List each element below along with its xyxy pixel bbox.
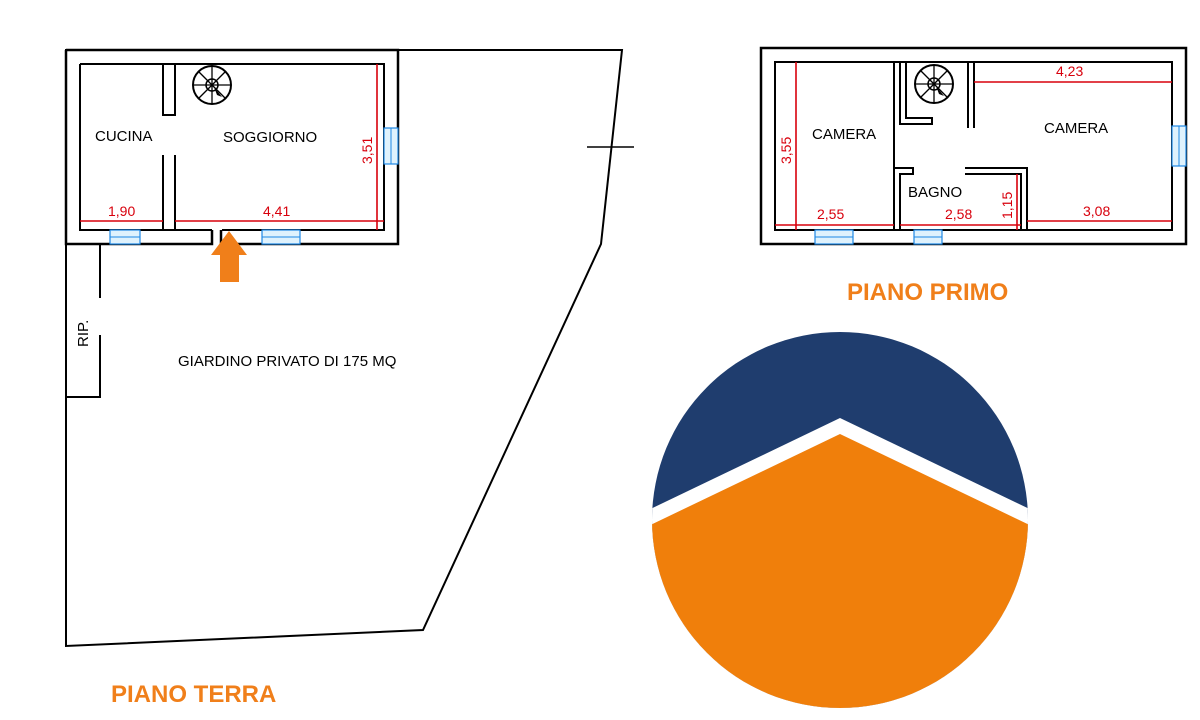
dimension-bath-depth: 1,15 <box>999 192 1015 219</box>
partition-wall <box>162 64 176 230</box>
logo-orange-segment <box>652 434 1028 708</box>
dimension-kitchen-width: 1,90 <box>108 203 135 219</box>
first-floor-title: PIANO PRIMO <box>847 279 1008 306</box>
ground-floor-plan: 1,90 4,41 3,51 CUCINA SOGGIORNO RIP. GIA… <box>64 48 634 708</box>
dimension-right-width-top: 4,23 <box>1056 63 1083 79</box>
room-label-kitchen: CUCINA <box>95 128 153 145</box>
entrance-arrow-icon <box>211 231 247 282</box>
storage-wall <box>66 244 101 398</box>
dimension-left-width: 2,55 <box>817 206 844 222</box>
room-label-bedroom-left: CAMERA <box>812 126 876 143</box>
partition-wall <box>893 62 933 230</box>
dimension-living-depth: 3,51 <box>359 137 375 164</box>
dimension-living-width: 4,41 <box>263 203 290 219</box>
brand-logo <box>652 332 1028 708</box>
first-floor-plan: 3,55 2,55 2,58 1,15 4,23 3,08 CAMERA CAM… <box>759 46 1188 306</box>
garden-boundary <box>65 49 624 648</box>
spiral-stair-icon <box>192 65 232 105</box>
room-label-bedroom-right: CAMERA <box>1044 120 1108 137</box>
dimension-bath-width: 2,58 <box>945 206 972 222</box>
partition-wall <box>967 62 975 128</box>
room-label-storage: RIP. <box>75 320 92 347</box>
bathroom-wall <box>894 167 1028 230</box>
garden-label: GIARDINO PRIVATO DI 175 MQ <box>178 353 396 370</box>
room-label-living: SOGGIORNO <box>223 129 317 146</box>
dimension-left-depth: 3,55 <box>778 137 794 164</box>
room-label-bathroom: BAGNO <box>908 184 962 201</box>
spiral-stair-icon <box>914 64 954 104</box>
dimension-right-width-bottom: 3,08 <box>1083 203 1110 219</box>
ground-floor-title: PIANO TERRA <box>111 681 276 708</box>
